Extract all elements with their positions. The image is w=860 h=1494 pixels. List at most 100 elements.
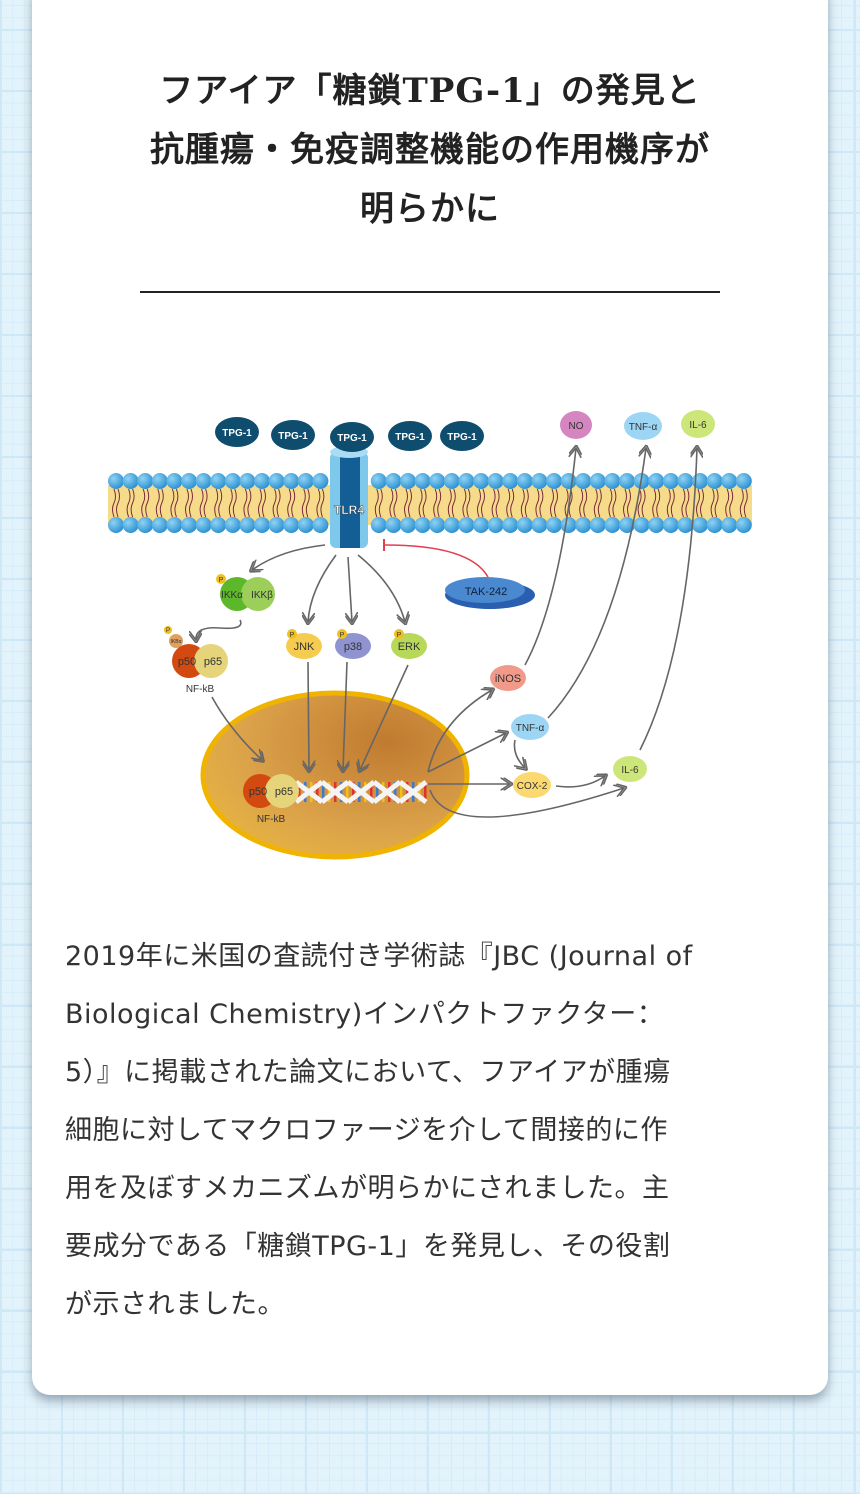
lipid-head [531, 517, 548, 533]
svg-text:NF-kB: NF-kB [257, 814, 286, 825]
dna-base [400, 782, 403, 802]
lipid-head [195, 517, 212, 533]
dna-base [340, 782, 343, 802]
lipid-head [575, 473, 592, 489]
body-line: 細胞に対してマクロファージを介して間接的に作 [65, 1115, 668, 1146]
lipid-head [414, 517, 431, 533]
lipid-head [531, 473, 548, 489]
lipid-head [677, 473, 694, 489]
svg-text:IKKβ: IKKβ [251, 590, 273, 601]
dna-base [346, 782, 349, 802]
lipid-head [546, 517, 562, 533]
lipid-head [516, 473, 533, 489]
lipid-head [210, 517, 227, 533]
lipid-head [677, 517, 694, 533]
lipid-tail [550, 488, 558, 518]
lipid-tail [477, 488, 485, 518]
svg-text:IKKα: IKKα [221, 590, 243, 601]
lipid-head [385, 473, 402, 489]
lipid-head [662, 517, 679, 533]
lipid-tail [258, 488, 266, 518]
lipid-head [487, 473, 504, 489]
lipid-head [370, 517, 387, 533]
lipid-tail [710, 488, 719, 518]
il6-node: IL-6 [613, 756, 647, 782]
lipid-tail [155, 488, 164, 518]
dna-base [322, 782, 325, 802]
dna-base [352, 782, 355, 802]
lipid-head [224, 517, 241, 533]
lipid-head [692, 473, 708, 489]
lipid-head [604, 473, 621, 489]
divider [140, 291, 720, 293]
svg-text:IL-6: IL-6 [689, 420, 707, 431]
lipid-head [239, 517, 256, 533]
tak242-label: TAK-242 [465, 586, 508, 598]
lipid-head [648, 473, 665, 489]
lipid-tail [608, 488, 617, 518]
lipid-head [473, 473, 489, 489]
dna-base [376, 782, 379, 802]
lipid-head [546, 473, 562, 489]
lipid-tail [141, 488, 150, 518]
svg-text:IKBα: IKBα [171, 639, 182, 645]
svg-text:P: P [166, 628, 170, 634]
svg-text:P: P [340, 632, 345, 639]
inhibition-line [384, 544, 489, 578]
lipid-head [560, 517, 577, 533]
svg-text:IL-6: IL-6 [621, 765, 639, 776]
lipid-tail [185, 488, 193, 518]
lipid-head [443, 473, 460, 489]
lipid-head [721, 517, 738, 533]
lipid-tail [520, 488, 529, 518]
dna-base [406, 782, 409, 802]
lipid-tail [418, 488, 427, 518]
lipid-tail [170, 488, 179, 518]
lipid-tail [696, 488, 704, 518]
lipid-tail [447, 488, 456, 518]
lipid-tail [214, 488, 223, 518]
dna-strand [346, 780, 376, 804]
dna-strand [320, 780, 350, 804]
dna-base [418, 782, 421, 802]
lipid-head [502, 517, 519, 533]
lipid-head [181, 517, 197, 533]
lipid-head [312, 517, 329, 533]
body-line: が示されました。 [65, 1289, 285, 1320]
tak242-inhibitor: TAK-242 [445, 577, 535, 609]
lipid-head [443, 517, 460, 533]
tnf-output: TNF-α [624, 412, 662, 440]
lipid-head [210, 473, 227, 489]
svg-text:TPG-1: TPG-1 [447, 432, 477, 443]
lipid-head [254, 517, 270, 533]
il6-output: IL-6 [681, 410, 715, 438]
dna-base [424, 782, 427, 802]
lipid-tail [462, 488, 471, 518]
tpg1-molecule: TPG-1 [388, 421, 432, 451]
lipid-head [166, 473, 183, 489]
lipid-tail [404, 488, 412, 518]
svg-text:P: P [290, 632, 295, 639]
lipid-head [633, 517, 650, 533]
lipid-head [604, 517, 621, 533]
lipid-head [181, 473, 197, 489]
tlr4-label: TLR4 [334, 503, 364, 517]
lipid-tail [564, 488, 573, 518]
lipid-head [706, 517, 723, 533]
lipid-head [108, 517, 124, 533]
lipid-head [297, 473, 314, 489]
lipid-tail [112, 488, 120, 518]
cox2-node: COX-2 [513, 772, 551, 798]
description-text: 2019年に米国の査読付き学術誌『JBC (Journal of Biologi… [65, 928, 805, 1334]
lipid-tail [739, 488, 748, 518]
lipid-tail [506, 488, 515, 518]
lipid-head [429, 517, 446, 533]
lipid-head [516, 517, 533, 533]
lipid-head [385, 517, 402, 533]
lipid-head [458, 517, 475, 533]
svg-text:TNF-α: TNF-α [516, 723, 545, 734]
lipid-head [560, 473, 577, 489]
lipid-head [370, 473, 387, 489]
svg-text:iNOS: iNOS [495, 673, 521, 685]
